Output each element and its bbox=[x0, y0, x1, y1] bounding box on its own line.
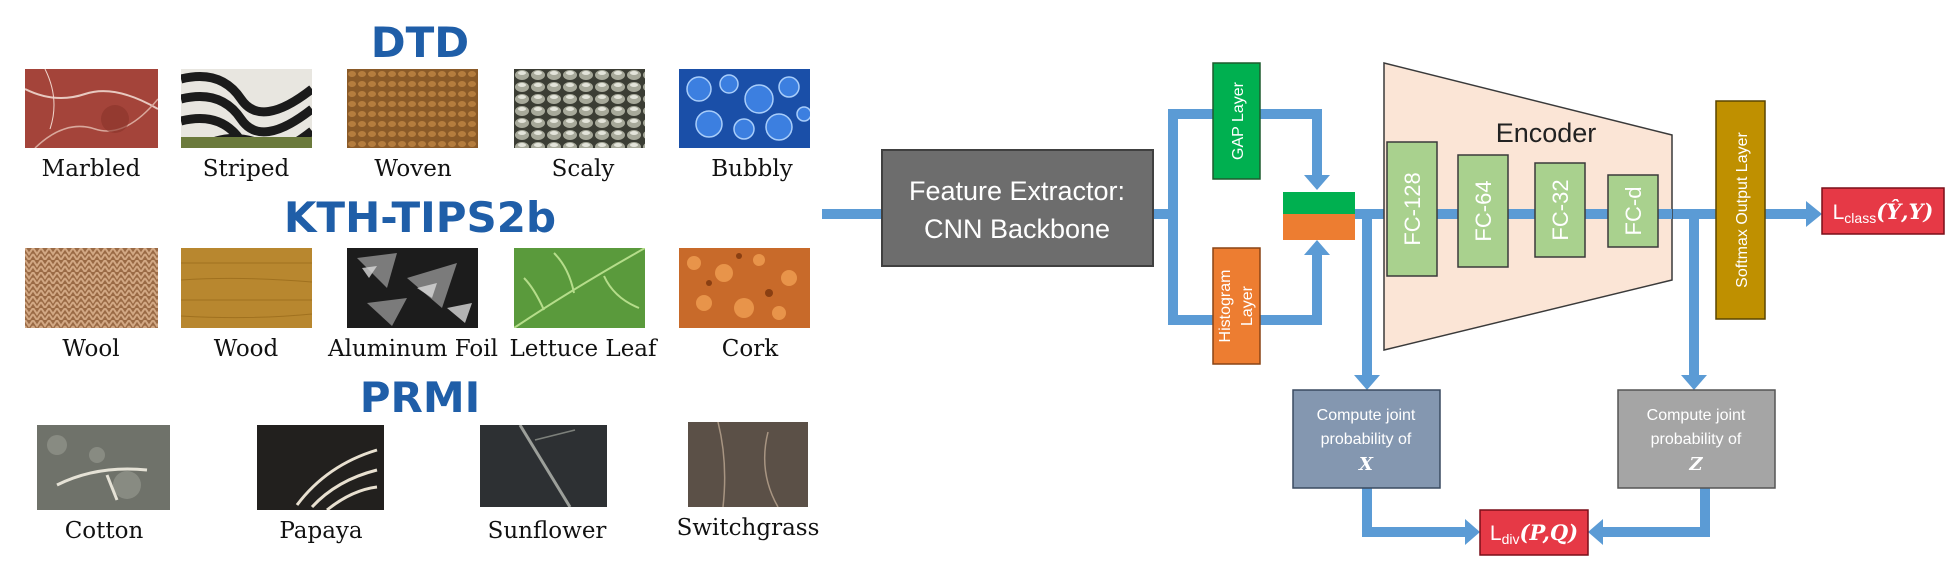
striped-texture-image bbox=[181, 69, 312, 148]
concat-gap-segment bbox=[1283, 192, 1355, 214]
switchgrass-root-image bbox=[688, 422, 808, 507]
caption-switchgrass: Switchgrass bbox=[676, 515, 820, 541]
loss-class-prefix: L bbox=[1833, 201, 1845, 224]
joint-prob-z-box bbox=[1617, 389, 1776, 489]
caption-papaya: Papaya bbox=[279, 518, 363, 544]
sunflower-root-image bbox=[480, 425, 607, 507]
wood-texture-image bbox=[181, 248, 312, 328]
connector-lines bbox=[822, 109, 1808, 537]
marbled-texture-image bbox=[25, 69, 158, 148]
caption-wood: Wood bbox=[213, 336, 279, 362]
loss-div-args: (P,Q) bbox=[1520, 520, 1579, 545]
prmi-title: PRMI bbox=[359, 373, 481, 422]
softmax-output-label: Softmax Output Layer bbox=[1734, 132, 1751, 288]
concat-hist-segment bbox=[1283, 214, 1355, 240]
woven-texture-image bbox=[347, 69, 478, 148]
feature-extractor-line2: CNN Backbone bbox=[924, 214, 1110, 244]
loss-div-label: Ldiv(P,Q) bbox=[1490, 520, 1578, 547]
gap-layer-label: GAP Layer bbox=[1230, 81, 1247, 160]
aluminum-foil-texture-image bbox=[347, 248, 478, 328]
caption-woven: Woven bbox=[374, 156, 452, 182]
caption-lettuce-leaf: Lettuce Leaf bbox=[509, 336, 657, 362]
loss-div-box bbox=[1479, 509, 1589, 556]
caption-bubbly: Bubbly bbox=[711, 156, 793, 182]
fc64-label: FC-64 bbox=[1471, 180, 1496, 241]
joint-prob-z-line1: Compute joint bbox=[1647, 407, 1746, 424]
encoder-shape bbox=[1383, 62, 1673, 351]
fc128-box bbox=[1386, 141, 1438, 277]
fcd-label: FC-d bbox=[1621, 187, 1646, 236]
cotton-root-image bbox=[37, 425, 170, 510]
wool-texture-image bbox=[25, 248, 158, 328]
caption-scaly: Scaly bbox=[551, 156, 615, 182]
fc32-label: FC-32 bbox=[1548, 179, 1573, 240]
fc32-box bbox=[1534, 162, 1586, 258]
loss-div-prefix: L bbox=[1490, 522, 1502, 545]
loss-class-box bbox=[1821, 187, 1945, 235]
feature-extractor-box bbox=[881, 149, 1154, 267]
joint-prob-x-line2: probability of bbox=[1321, 431, 1412, 448]
caption-cork: Cork bbox=[721, 336, 779, 362]
joint-prob-x-var: X bbox=[1358, 454, 1374, 475]
softmax-output-box bbox=[1715, 100, 1766, 320]
caption-marbled: Marbled bbox=[41, 156, 141, 182]
histogram-layer-line2: Layer bbox=[1239, 285, 1256, 326]
joint-prob-x-box bbox=[1292, 389, 1441, 489]
feature-extractor-line1: Feature Extractor: bbox=[909, 176, 1125, 206]
caption-sunflower: Sunflower bbox=[487, 518, 607, 544]
papaya-root-image bbox=[257, 425, 384, 510]
fc128-label: FC-128 bbox=[1400, 172, 1425, 245]
loss-div-sub: div bbox=[1502, 531, 1520, 547]
bubbly-texture-image bbox=[679, 69, 810, 148]
caption-striped: Striped bbox=[202, 156, 290, 182]
cork-texture-image bbox=[679, 248, 810, 328]
gap-layer-box bbox=[1212, 62, 1261, 180]
arrowheads bbox=[1304, 175, 1822, 545]
joint-prob-x-line1: Compute joint bbox=[1317, 407, 1416, 424]
joint-prob-z-line2: probability of bbox=[1651, 431, 1742, 448]
encoder-title: Encoder bbox=[1496, 118, 1597, 148]
joint-prob-z-var: Z bbox=[1688, 454, 1703, 475]
lettuce-leaf-texture-image bbox=[514, 248, 645, 328]
caption-wool: Wool bbox=[62, 336, 120, 362]
caption-aluminum-foil: Aluminum Foil bbox=[328, 336, 498, 362]
loss-class-label: Lclass(Ŷ,Y) bbox=[1833, 199, 1934, 226]
histogram-layer-line1: Histogram bbox=[1217, 270, 1234, 343]
caption-cotton: Cotton bbox=[64, 518, 144, 544]
fcd-box bbox=[1607, 174, 1659, 248]
scaly-texture-image bbox=[514, 69, 645, 148]
loss-class-sub: class bbox=[1844, 210, 1876, 226]
kth-title: KTH-TIPS2b bbox=[283, 193, 557, 242]
loss-class-args: (Ŷ,Y) bbox=[1876, 199, 1933, 224]
dtd-title: DTD bbox=[370, 18, 470, 67]
histogram-layer-box bbox=[1212, 247, 1261, 365]
fc64-box bbox=[1457, 154, 1509, 268]
